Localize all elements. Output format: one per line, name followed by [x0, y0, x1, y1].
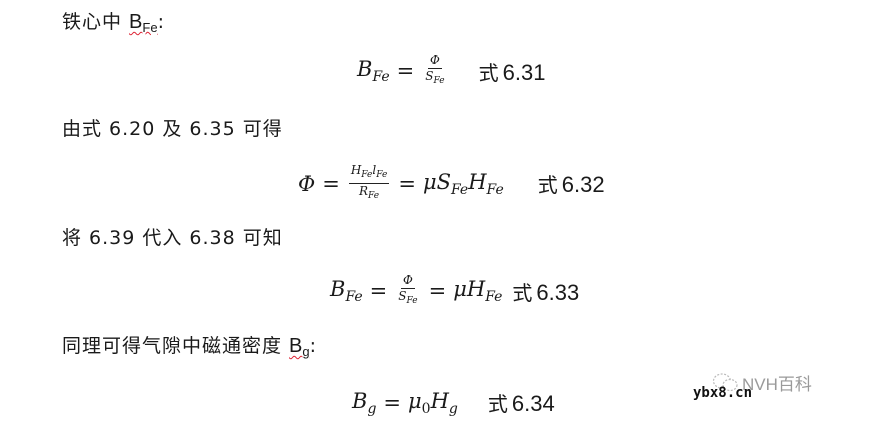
fraction: HFelFe RFe: [348, 163, 390, 201]
watermark-url: ybx8.cn: [693, 385, 753, 401]
text-line-iron-core: 铁心中 BFe:: [62, 10, 165, 40]
colon: :: [157, 11, 165, 33]
equals-sign: =: [396, 59, 415, 83]
eq-rhs: μHFe: [453, 277, 503, 305]
eq-lhs: BFe: [357, 57, 390, 85]
text-line-air-gap: 同理可得气隙中磁通密度 Bg:: [62, 334, 317, 364]
eq-lhs: BFe: [330, 277, 363, 305]
watermark-brand-text: NVH百科: [742, 375, 812, 394]
line-text: 铁心中: [62, 11, 130, 33]
equals-sign: =: [369, 279, 388, 303]
fraction: Φ SFe: [398, 273, 418, 306]
symbol-b-g: Bg: [289, 335, 310, 359]
watermark-brand: NVH百科: [712, 370, 812, 395]
equals-sign: =: [428, 279, 447, 303]
eq-rhs: μSFeHFe: [422, 169, 504, 198]
eq-lhs: Bg: [352, 388, 377, 417]
line-text: 同理可得气隙中磁通密度: [62, 335, 290, 357]
fraction: Φ SFe: [425, 53, 445, 86]
eq-rhs: μ0Hg: [408, 388, 458, 417]
symbol-b-fe: BFe: [129, 11, 158, 35]
equals-sign: =: [398, 171, 416, 196]
equals-sign: =: [383, 390, 402, 415]
text-line-derive: 由式 6.20 及 6.35 可得: [62, 118, 283, 140]
text-line-substitute: 将 6.39 代入 6.38 可知: [62, 227, 283, 249]
eq-lhs: Φ: [298, 171, 316, 196]
wechat-icon: [712, 372, 740, 394]
colon: :: [309, 335, 318, 357]
equals-sign: =: [322, 171, 340, 196]
